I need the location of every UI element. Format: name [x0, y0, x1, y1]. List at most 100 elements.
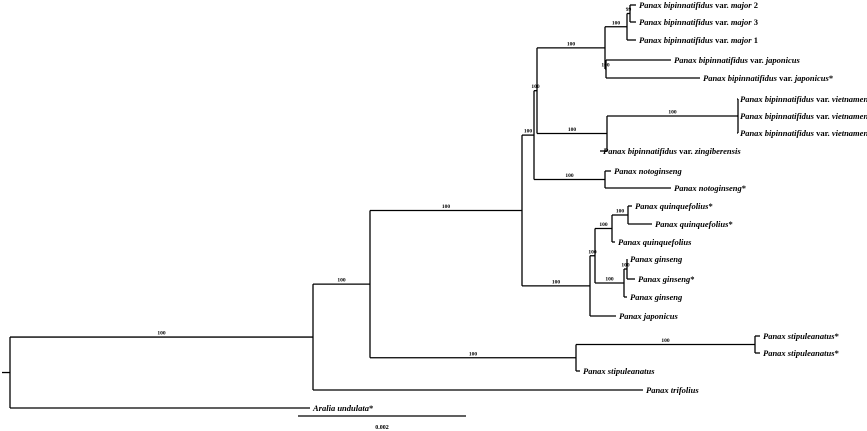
taxon-label: Panax bipinnatifidus var. major 3	[639, 17, 758, 27]
taxon-rank: var.	[814, 128, 832, 138]
taxon-label: Panax bipinnatifidus var. japonicus	[674, 55, 801, 65]
taxon-label: Panax quinquefolius*	[655, 219, 733, 229]
taxon-rank: var.	[748, 55, 766, 65]
support-value: 100	[616, 209, 625, 215]
taxon-suffix: *	[708, 201, 712, 211]
taxon-label: Panax bipinnatifidus var. vietnamensis*	[740, 128, 867, 138]
taxon-rank: var.	[677, 146, 695, 156]
scale-bar: 0.002	[298, 415, 466, 431]
taxon-suffix: *	[835, 331, 839, 341]
taxon-name: Panax bipinnatifidus	[740, 111, 815, 121]
taxon-suffix: 3	[752, 17, 758, 27]
taxon-name: Panax quinquefolius	[655, 219, 729, 229]
taxon-suffix: *	[690, 274, 694, 284]
taxon-suffix: 2	[752, 0, 758, 10]
support-value: 100	[524, 129, 533, 135]
taxon-name: Panax bipinnatifidus	[703, 73, 778, 83]
taxon-label: Aralia undulata*	[312, 403, 373, 413]
taxon-suffix: *	[829, 73, 833, 83]
support-values: 99 100 100 100 100 100 100 100 100 100 100 100 100 10…	[157, 7, 677, 357]
taxon-name: Panax stipuleanatus	[763, 348, 835, 358]
taxon-label: Panax ginseng*	[638, 274, 694, 284]
taxon-variety: japonicus	[793, 73, 830, 83]
taxon-name: Panax quinquefolius	[618, 237, 692, 247]
taxon-name: Panax quinquefolius	[635, 201, 709, 211]
taxon-name: Panax bipinnatifidus	[674, 55, 749, 65]
taxon-variety: major	[731, 35, 752, 45]
taxon-label: Panax bipinnatifidus var. major 2	[639, 0, 758, 10]
taxon-label: Panax quinquefolius*	[635, 201, 713, 211]
taxon-variety: vietnamensis	[832, 94, 867, 104]
support-value: 100	[568, 127, 577, 133]
taxon-name: Panax ginseng	[630, 254, 683, 264]
taxon-label: Panax ginseng	[630, 254, 683, 264]
taxon-name: Panax japonicus	[619, 311, 678, 321]
taxon-name: Panax ginseng	[630, 292, 683, 302]
taxon-label: Panax bipinnatifidus var. zingiberensis	[603, 146, 741, 156]
taxon-name: Panax stipuleanatus	[763, 331, 835, 341]
taxon-suffix: *	[369, 403, 373, 413]
taxon-rank: var.	[713, 35, 731, 45]
support-value: 100	[605, 277, 614, 283]
taxon-suffix: 1	[752, 35, 758, 45]
taxon-rank: var.	[814, 111, 832, 121]
support-value: 100	[661, 338, 670, 344]
taxon-suffix: *	[835, 348, 839, 358]
support-value: 100	[599, 222, 608, 228]
taxon-variety: vietnamensis	[832, 111, 867, 121]
support-value: 100	[552, 279, 561, 285]
support-value: 100	[612, 20, 621, 26]
tree-branches	[2, 4, 760, 409]
taxon-name: Panax bipinnatifidus	[639, 35, 714, 45]
taxon-rank: var.	[777, 73, 795, 83]
taxon-label: Panax bipinnatifidus var. vietnamensis*	[740, 94, 867, 104]
taxon-name: Panax bipinnatifidus	[603, 146, 678, 156]
taxon-label: Panax stipuleanatus*	[763, 348, 839, 358]
taxon-name: Panax bipinnatifidus	[639, 0, 714, 10]
taxon-label: Panax stipuleanatus*	[763, 331, 839, 341]
support-value: 100	[469, 351, 478, 357]
taxon-variety: vietnamensis	[832, 128, 867, 138]
taxon-label: Panax stipuleanatus	[583, 366, 655, 376]
taxon-rank: var.	[713, 17, 731, 27]
taxon-name: Aralia undulata	[312, 403, 370, 413]
support-value: 100	[567, 41, 576, 47]
taxon-name: Panax notoginseng	[614, 166, 683, 176]
taxon-variety: zingiberensis	[694, 146, 742, 156]
taxon-label: Panax bipinnatifidus var. vietnamensis*	[740, 111, 867, 121]
taxon-rank: var.	[713, 0, 731, 10]
taxon-label: Panax notoginseng	[614, 166, 683, 176]
taxon-name: Panax bipinnatifidus	[740, 94, 815, 104]
taxon-label: Panax bipinnatifidus var. major 1	[639, 35, 758, 45]
taxon-label: Panax bipinnatifidus var. japonicus*	[703, 73, 833, 83]
taxon-name: Panax notoginseng	[674, 183, 743, 193]
taxon-variety: major	[731, 17, 752, 27]
support-value: 100	[601, 63, 610, 69]
taxon-label: Panax japonicus	[619, 311, 678, 321]
scale-bar-label: 0.002	[375, 425, 389, 431]
taxon-label: Panax ginseng	[630, 292, 683, 302]
taxon-name: Panax trifolius	[646, 385, 699, 395]
support-value: 100	[588, 249, 597, 255]
support-value: 100	[442, 204, 451, 210]
taxon-label: Panax trifolius	[646, 385, 699, 395]
taxon-label: Panax quinquefolius	[618, 237, 692, 247]
taxon-name: Panax stipuleanatus	[583, 366, 655, 376]
support-value: 100	[157, 331, 166, 337]
support-value: 100	[337, 278, 346, 284]
support-value: 100	[621, 263, 630, 269]
taxon-name: Panax ginseng	[638, 274, 691, 284]
taxon-label: Panax notoginseng*	[674, 183, 746, 193]
taxon-suffix: *	[728, 219, 732, 229]
taxon-variety: major	[731, 0, 752, 10]
support-value: 100	[531, 84, 540, 90]
taxon-name: Panax bipinnatifidus	[639, 17, 714, 27]
support-value: 99	[626, 7, 632, 13]
taxon-variety: japonicus	[764, 55, 801, 65]
taxon-rank: var.	[814, 94, 832, 104]
support-value: 100	[565, 173, 574, 179]
support-value: 100	[668, 110, 677, 116]
taxon-suffix: *	[742, 183, 746, 193]
